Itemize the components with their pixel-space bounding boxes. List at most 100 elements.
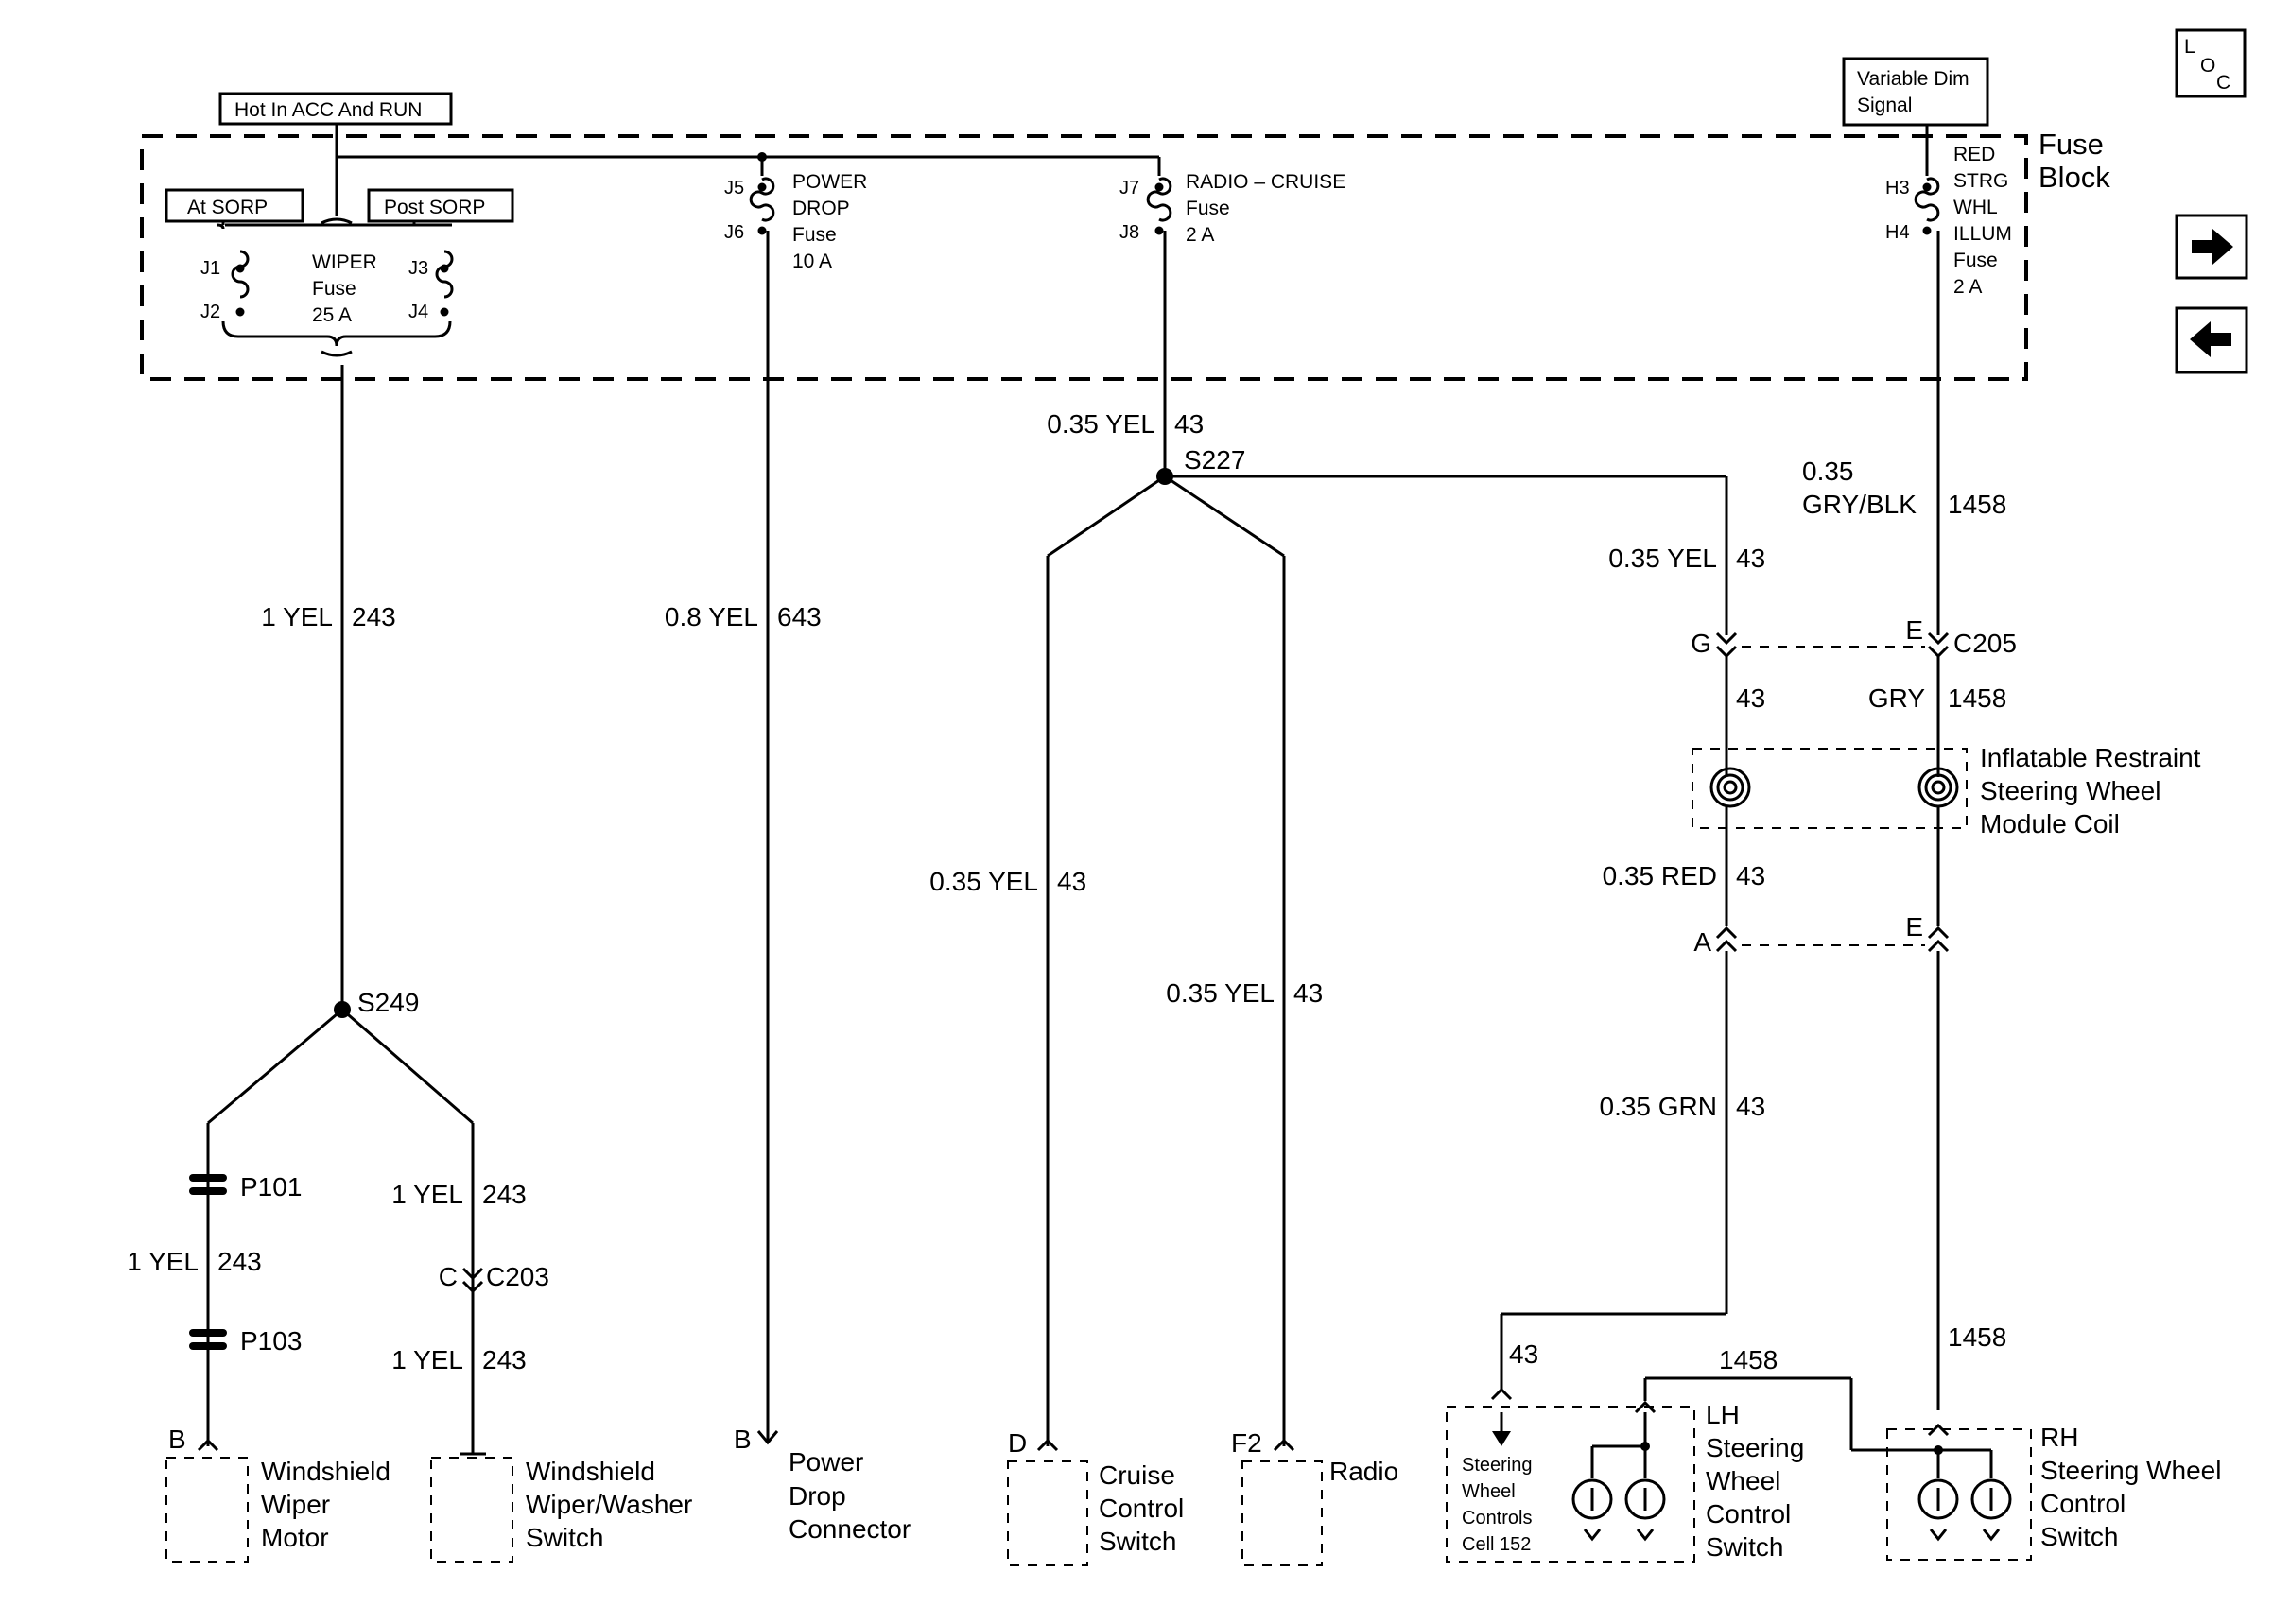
wire-red-color: 0.35 RED	[1603, 861, 1717, 890]
wiper-motor-label-2: Wiper	[261, 1490, 330, 1519]
wire-sw-number-2: 243	[482, 1345, 527, 1374]
wire-1458-top-line-1: 0.35	[1802, 457, 1854, 486]
illum-fuse-label-6: 2 A	[1953, 276, 1982, 298]
coil-spiral-left-icon	[1709, 767, 1751, 808]
power-drop-label-1: Power	[789, 1447, 863, 1477]
at-sorp-label: At SORP	[187, 197, 268, 218]
lh-label-4: Control	[1706, 1499, 1791, 1529]
wire-43-g-number: 43	[1736, 544, 1765, 573]
steering-illum-fuse	[1914, 125, 1940, 235]
wire-43-radio-color: 0.35 YEL	[1166, 978, 1275, 1008]
fuse-h3: H3	[1885, 178, 1910, 199]
rh-switch-box	[1886, 1428, 2032, 1561]
wire-43-g-color: 0.35 YEL	[1608, 544, 1717, 573]
radio-cruise-fuse-label-1: RADIO – CRUISE	[1186, 171, 1345, 193]
wire-red-number: 43	[1736, 861, 1765, 890]
wire-43-top-color: 0.35 YEL	[1047, 409, 1155, 439]
washer-switch-label-1: Windshield	[526, 1457, 655, 1486]
loc-c: C	[2216, 72, 2230, 94]
wiper-fuse-label-3: 25 A	[312, 304, 352, 326]
fuse-j1: J1	[200, 258, 220, 279]
wire-sw-color-1: 1 YEL	[391, 1180, 463, 1209]
variable-dim-box	[1842, 57, 1989, 127]
connector-e-pin: E	[1905, 912, 1923, 942]
power-drop-fuse-label-4: 10 A	[792, 251, 832, 272]
wiper-motor-pin: B	[168, 1425, 186, 1454]
connector-a-pin: A	[1693, 927, 1711, 957]
lh-label-1: LH	[1706, 1400, 1740, 1429]
rh-wire-1458: 1458	[1948, 1322, 2006, 1352]
fuse-j7: J7	[1119, 178, 1139, 199]
lh-cell-label-4: Cell 152	[1462, 1534, 1531, 1555]
lh-terminal-43	[1490, 1387, 1513, 1401]
wire-grn-color: 0.35 GRN	[1600, 1092, 1718, 1121]
connector-a	[1715, 925, 1738, 953]
radio-cruise-fuse-label-3: 2 A	[1186, 224, 1214, 246]
loc-button[interactable]: L O C	[2175, 28, 2247, 98]
arrow-left-icon	[2190, 321, 2231, 357]
connector-c203	[461, 1267, 484, 1294]
lh-wire-1458: 1458	[1719, 1345, 1778, 1374]
rh-label-1: RH	[2040, 1423, 2078, 1452]
fuse-h4: H4	[1885, 222, 1910, 243]
wire-43-cruise-color: 0.35 YEL	[929, 867, 1038, 896]
fuse-j3: J3	[408, 258, 428, 279]
fuse-j4: J4	[408, 302, 428, 322]
lh-switch-contacts-icon	[1571, 1412, 1666, 1542]
coil-spiral-right-icon	[1917, 767, 1959, 808]
power-drop-arrow	[756, 1430, 779, 1445]
radio-pin: F2	[1231, 1428, 1262, 1458]
radio-cruise-fuse-label-2: Fuse	[1186, 198, 1230, 219]
c205-pin-g: G	[1691, 629, 1711, 658]
power-drop-fuse	[749, 157, 775, 235]
cruise-label-3: Switch	[1099, 1527, 1176, 1556]
power-drop-fuse-label-1: POWER	[792, 171, 867, 193]
wire-1458-mid: 1458	[1948, 683, 2006, 713]
washer-switch-box	[430, 1457, 513, 1563]
wiper-motor-box	[165, 1457, 249, 1563]
illum-fuse-label-4: ILLUM	[1953, 223, 2012, 245]
lh-cell-label-1: Steering	[1462, 1455, 1533, 1476]
connector-c203-label: C203	[486, 1262, 549, 1291]
wire-grn-number: 43	[1736, 1092, 1765, 1121]
wiper-fuse-label-1: WIPER	[312, 251, 377, 273]
wire-p-color: 1 YEL	[127, 1247, 199, 1276]
rh-switch-contacts-icon	[1917, 1445, 2012, 1542]
wire-grn-43	[1500, 951, 1728, 1390]
fuse-j8: J8	[1119, 222, 1139, 243]
rh-label-4: Switch	[2040, 1522, 2118, 1551]
coil-label-2: Steering Wheel	[1980, 776, 2160, 805]
wiper-motor-label-1: Windshield	[261, 1457, 390, 1486]
arrow-right-icon	[2192, 229, 2233, 265]
lh-cell-label-3: Controls	[1462, 1508, 1532, 1529]
radio-terminal	[1273, 1438, 1295, 1452]
connector-p101	[189, 1174, 227, 1195]
power-drop-pin: B	[734, 1425, 752, 1454]
coil-label-1: Inflatable Restraint	[1980, 743, 2201, 772]
rh-label-3: Control	[2040, 1489, 2126, 1518]
wiper-fuse	[217, 217, 454, 357]
wiper-motor-terminal	[197, 1438, 219, 1452]
loc-o: O	[2200, 55, 2215, 77]
wire-p-number: 243	[217, 1247, 262, 1276]
coil-label-3: Module Coil	[1980, 809, 2120, 838]
rh-terminal-1458	[1927, 1423, 1950, 1437]
cruise-switch-box	[1007, 1460, 1088, 1566]
washer-switch-label-2: Wiper/Washer	[526, 1490, 692, 1519]
wire-43-top-number: 43	[1174, 409, 1204, 439]
wire-gry-color: GRY	[1868, 683, 1925, 713]
c205-pin-e: E	[1905, 615, 1923, 645]
connector-c203-pin: C	[439, 1262, 458, 1291]
connector-p101-label: P101	[240, 1172, 302, 1201]
next-page-button[interactable]	[2175, 214, 2248, 280]
wire-243-color: 1 YEL	[261, 602, 333, 631]
connector-c205-label: C205	[1953, 629, 2017, 658]
fuse-j5: J5	[724, 178, 744, 199]
wiper-motor-label-3: Motor	[261, 1523, 329, 1552]
wire-1458-lower	[1643, 951, 1940, 1452]
wire-1458-top-line-2: GRY/BLK	[1802, 490, 1917, 519]
previous-page-button[interactable]	[2175, 306, 2248, 374]
post-sorp-box	[367, 188, 514, 223]
hot-in-acc-run-box	[218, 92, 453, 126]
